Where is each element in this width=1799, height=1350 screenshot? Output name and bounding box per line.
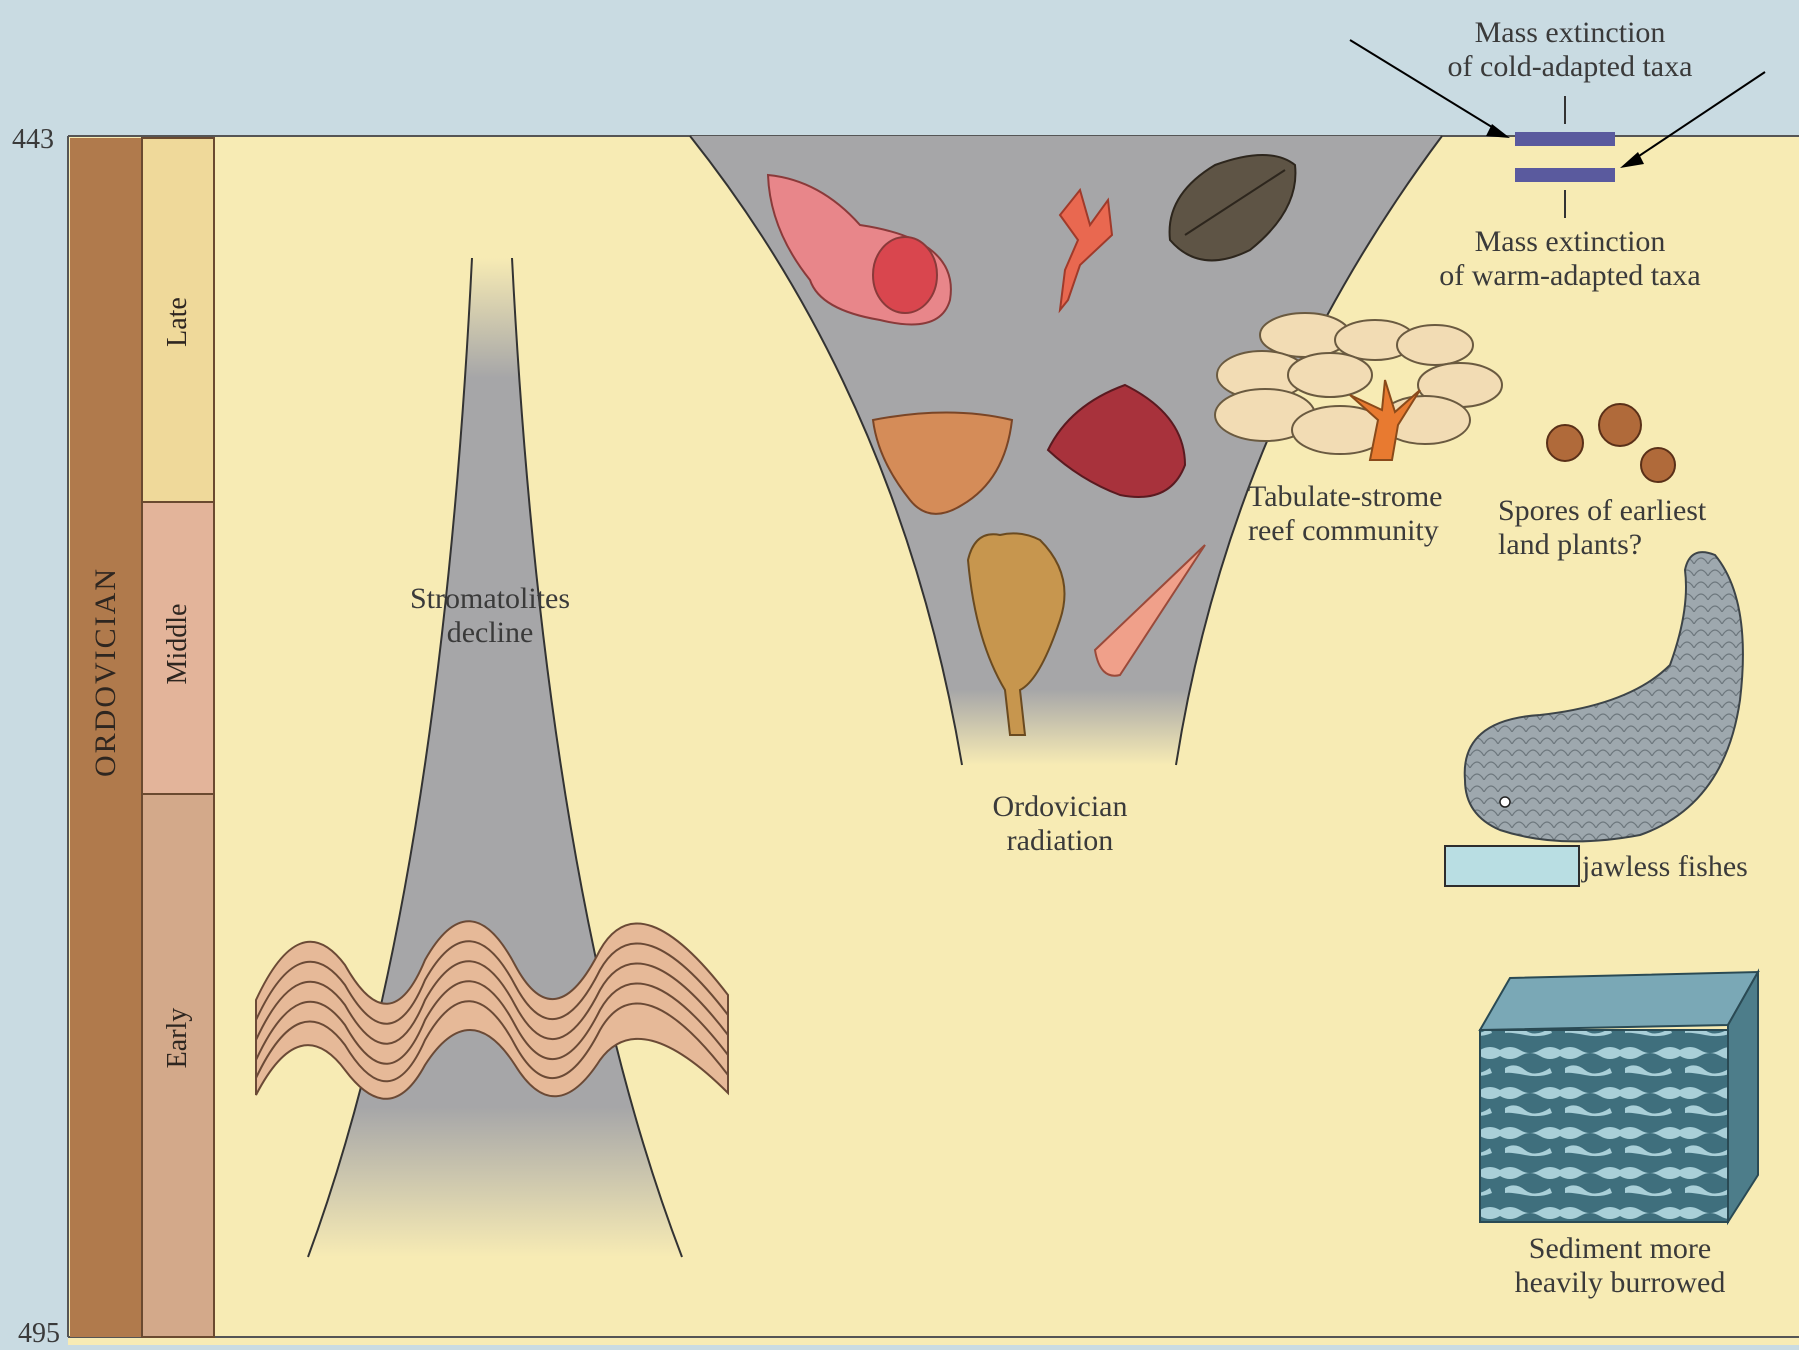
extinction-warm-label: Mass extinction of warm-adapted taxa xyxy=(1425,225,1715,293)
stromatolites-label: Stromatolites decline xyxy=(390,582,590,650)
sediment-block-icon xyxy=(1480,972,1758,1222)
spores-label: Spores of earliest land plants? xyxy=(1498,494,1738,562)
epoch-early-label: Early xyxy=(162,988,194,1088)
answer-blank-box[interactable] xyxy=(1444,845,1580,887)
age-bottom-label: 495 xyxy=(18,1318,60,1350)
jawless-fishes-label: jawless fishes xyxy=(1582,850,1792,884)
age-top-label: 443 xyxy=(12,124,54,156)
extinction-bar-warm xyxy=(1515,168,1615,182)
epoch-late-label: Late xyxy=(162,272,194,372)
reef-label: Tabulate-strome reef community xyxy=(1248,480,1478,548)
period-name: ORDOVICIAN xyxy=(89,617,123,777)
radiation-label: Ordovician radiation xyxy=(960,790,1160,858)
extinction-bar-cold xyxy=(1515,132,1615,146)
sediment-label: Sediment more heavily burrowed xyxy=(1495,1232,1745,1300)
extinction-cold-label: Mass extinction of cold-adapted taxa xyxy=(1425,16,1715,84)
epoch-middle-label: Middle xyxy=(162,594,194,694)
